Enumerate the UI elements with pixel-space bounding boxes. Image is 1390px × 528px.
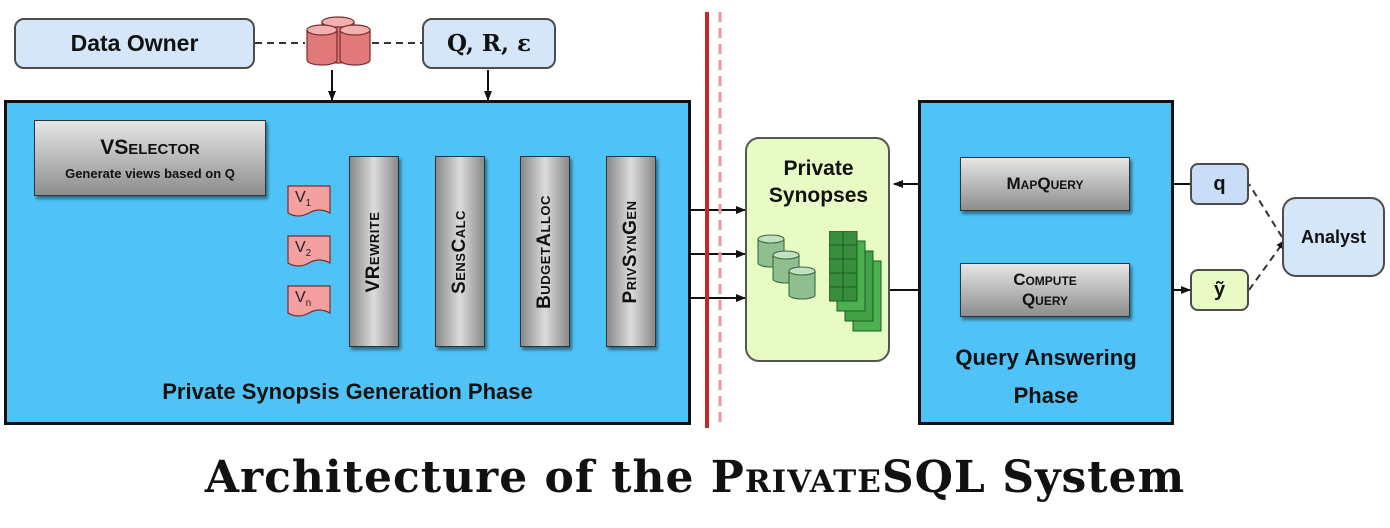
- query-answering-label: Query Answering Phase: [921, 339, 1171, 415]
- answer-output-label: ỹ: [1213, 278, 1226, 301]
- privsyngen-label: PrivSynGen: [620, 200, 641, 303]
- query-params-box: Q, R, ε: [422, 18, 556, 69]
- caption-system-name: PrivateSQL: [710, 452, 986, 503]
- view-icon-2: V2: [287, 235, 331, 269]
- caption-suffix: System: [985, 452, 1186, 503]
- private-synopses-label: Private Synopses: [768, 157, 869, 207]
- view-2-sub: 2: [305, 248, 312, 260]
- mapquery-label: MapQuery: [1006, 174, 1084, 193]
- view-n-sub: n: [305, 298, 312, 310]
- view-icon-n: Vn: [287, 285, 331, 319]
- view-n-base: V: [295, 289, 306, 306]
- query-input-label: q: [1213, 172, 1226, 195]
- mapquery-box: MapQuery: [960, 157, 1130, 211]
- budgetalloc-module: BudgetAlloc: [520, 156, 570, 347]
- analyst-label: Analyst: [1300, 226, 1367, 247]
- database-icon-red: [306, 16, 371, 66]
- senscalc-label: SensCalc: [449, 209, 470, 294]
- query-answering-label-line1: Query Answering: [955, 345, 1137, 370]
- query-input-box: q: [1190, 163, 1249, 205]
- query-answering-panel: Query Answering Phase: [918, 100, 1174, 425]
- answer-to-analyst-dash: [1248, 239, 1286, 291]
- data-owner-label: Data Owner: [70, 30, 199, 56]
- view-doc-shape: [287, 235, 331, 267]
- data-owner-box: Data Owner: [14, 18, 255, 69]
- privsyngen-module: PrivSynGen: [606, 156, 656, 347]
- budgetalloc-label: BudgetAlloc: [534, 194, 555, 309]
- vrewrite-module: VRewrite: [349, 156, 399, 347]
- compute-query-label-line1: Compute: [1013, 270, 1077, 289]
- view-1-base: V: [295, 189, 306, 206]
- view-doc-shape: [287, 185, 331, 217]
- query-params-label: Q, R, ε: [446, 30, 531, 57]
- answer-output-box: ỹ: [1190, 269, 1249, 311]
- synopsis-grid-icon: [829, 231, 882, 332]
- database-icon-green: [757, 234, 816, 300]
- view-doc-shape: [287, 285, 331, 317]
- generation-phase-label: Private Synopsis Generation Phase: [162, 379, 533, 404]
- figure-caption: Architecture of the PrivateSQL System: [0, 452, 1390, 503]
- vselector-subtitle: Generate views based on Q: [65, 165, 235, 181]
- view-2-base: V: [295, 239, 306, 256]
- caption-prefix: Architecture of the: [204, 452, 711, 503]
- compute-query-box: Compute Query: [960, 263, 1130, 317]
- compute-query-label-line2: Query: [1021, 290, 1069, 309]
- analyst-box: Analyst: [1282, 197, 1385, 277]
- private-synopses-box: Private Synopses: [745, 137, 890, 362]
- view-1-sub: 1: [305, 198, 312, 210]
- vselector-title: VSelector: [100, 135, 200, 159]
- view-icon-1: V1: [287, 185, 331, 219]
- vselector-box: VSelector Generate views based on Q: [34, 120, 266, 196]
- senscalc-module: SensCalc: [435, 156, 485, 347]
- vrewrite-label: VRewrite: [363, 211, 384, 292]
- analyst-to-q-dash: [1248, 183, 1283, 238]
- query-answering-label-line2: Phase: [1013, 383, 1079, 408]
